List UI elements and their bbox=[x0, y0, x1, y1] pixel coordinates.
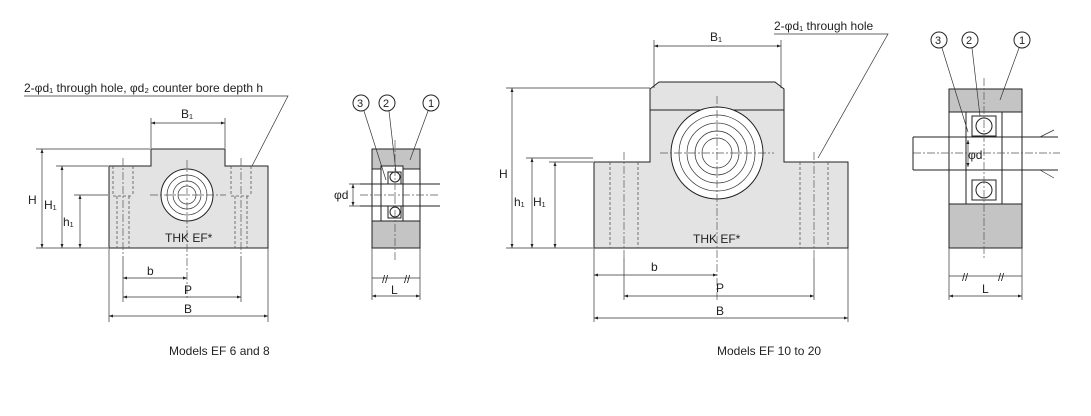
fig1-dim-L: L bbox=[391, 283, 398, 297]
fig2-front-view bbox=[593, 81, 849, 300]
fig1-dim-B1: B₁ bbox=[181, 107, 193, 121]
fig1-body-label: THK EF* bbox=[165, 231, 213, 245]
fig2-side-view: φd // // L 3 2 1 bbox=[912, 31, 1060, 300]
fig1-caption: Models EF 6 and 8 bbox=[169, 344, 270, 358]
fig2-dim-b: b bbox=[651, 260, 658, 274]
fig1-dim-h1: h₁ bbox=[63, 215, 74, 229]
fig2-left-hole-hidden bbox=[609, 162, 639, 248]
fig2-caption: Models EF 10 to 20 bbox=[717, 344, 821, 358]
fig2-dim-P: P bbox=[716, 281, 724, 295]
fig1-dim-phi-d: φd bbox=[334, 188, 348, 202]
fig1-callout: 2-φd₁ through hole, φd₂ counter bore dep… bbox=[24, 81, 263, 95]
fig2-part-1: 1 bbox=[1019, 35, 1025, 47]
fig1-dimensions: B₁ H H₁ h₁ b P B 2-φd₁ through hole, φd₂… bbox=[24, 81, 289, 322]
fig2-dim-h1: h₁ bbox=[514, 195, 525, 209]
svg-text://: // bbox=[962, 272, 969, 284]
fig1-dim-P: P bbox=[184, 283, 192, 297]
svg-text://: // bbox=[404, 274, 411, 286]
fig1-dim-b: b bbox=[147, 264, 154, 278]
fig2-side-bottom-block bbox=[948, 203, 1023, 249]
fig1-part-3: 3 bbox=[357, 98, 363, 110]
svg-text://: // bbox=[382, 274, 389, 286]
fig2-dim-B: B bbox=[716, 304, 724, 318]
fig1-dim-H: H bbox=[28, 193, 37, 207]
fig1-left-hole-hidden bbox=[112, 166, 134, 248]
fig2-part-2: 2 bbox=[966, 35, 972, 47]
fig2-side-top-block bbox=[948, 88, 1023, 113]
fig2-body-label: THK EF* bbox=[693, 232, 741, 246]
svg-text://: // bbox=[998, 272, 1005, 284]
fig1-side-view: φd // // L 3 2 1 bbox=[334, 94, 440, 300]
fig1-dim-H1: H₁ bbox=[44, 198, 57, 212]
fig2-dim-L: L bbox=[982, 282, 989, 296]
fig1-part-2: 2 bbox=[383, 98, 389, 110]
fig2-dimensions: B₁ H h₁ H₁ b P B 2-φd₁ through hole THK … bbox=[499, 19, 889, 322]
fig1-front-view bbox=[108, 148, 269, 300]
fig2-dim-B1: B₁ bbox=[710, 30, 722, 44]
fig2-dim-phi-d: φd bbox=[968, 148, 982, 162]
fig2-callout: 2-φd₁ through hole bbox=[774, 19, 874, 33]
fig1-right-hole-hidden bbox=[230, 166, 252, 248]
fig1-dim-B: B bbox=[184, 302, 192, 316]
fig1-side-bottom-block bbox=[371, 220, 421, 249]
fig2-dim-H1: H₁ bbox=[533, 195, 546, 209]
fig2-part-3: 3 bbox=[935, 35, 941, 47]
fig1-part-1: 1 bbox=[428, 98, 434, 110]
fig2-right-hole-hidden bbox=[799, 162, 829, 248]
fig2-dim-H: H bbox=[499, 167, 508, 181]
